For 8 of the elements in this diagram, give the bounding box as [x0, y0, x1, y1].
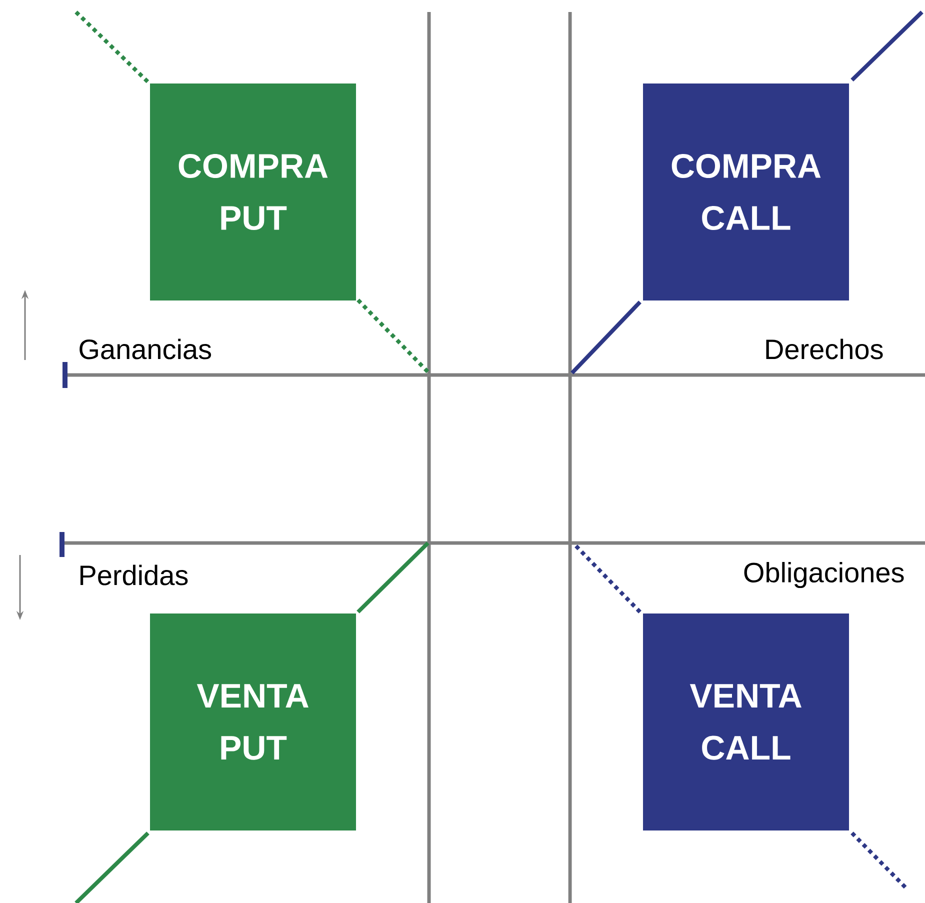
option-box: COMPRA CALL	[643, 84, 849, 300]
axis-label: Derechos	[766, 338, 883, 360]
axis-label: Ganancias	[80, 338, 212, 360]
option-box: VENTA PUT	[150, 614, 356, 830]
axis-label: Perdidas	[80, 564, 188, 586]
axis-label: Obligaciones	[744, 562, 904, 588]
option-box: VENTA CALL	[643, 614, 849, 830]
option-box: COMPRA PUT	[150, 84, 356, 300]
